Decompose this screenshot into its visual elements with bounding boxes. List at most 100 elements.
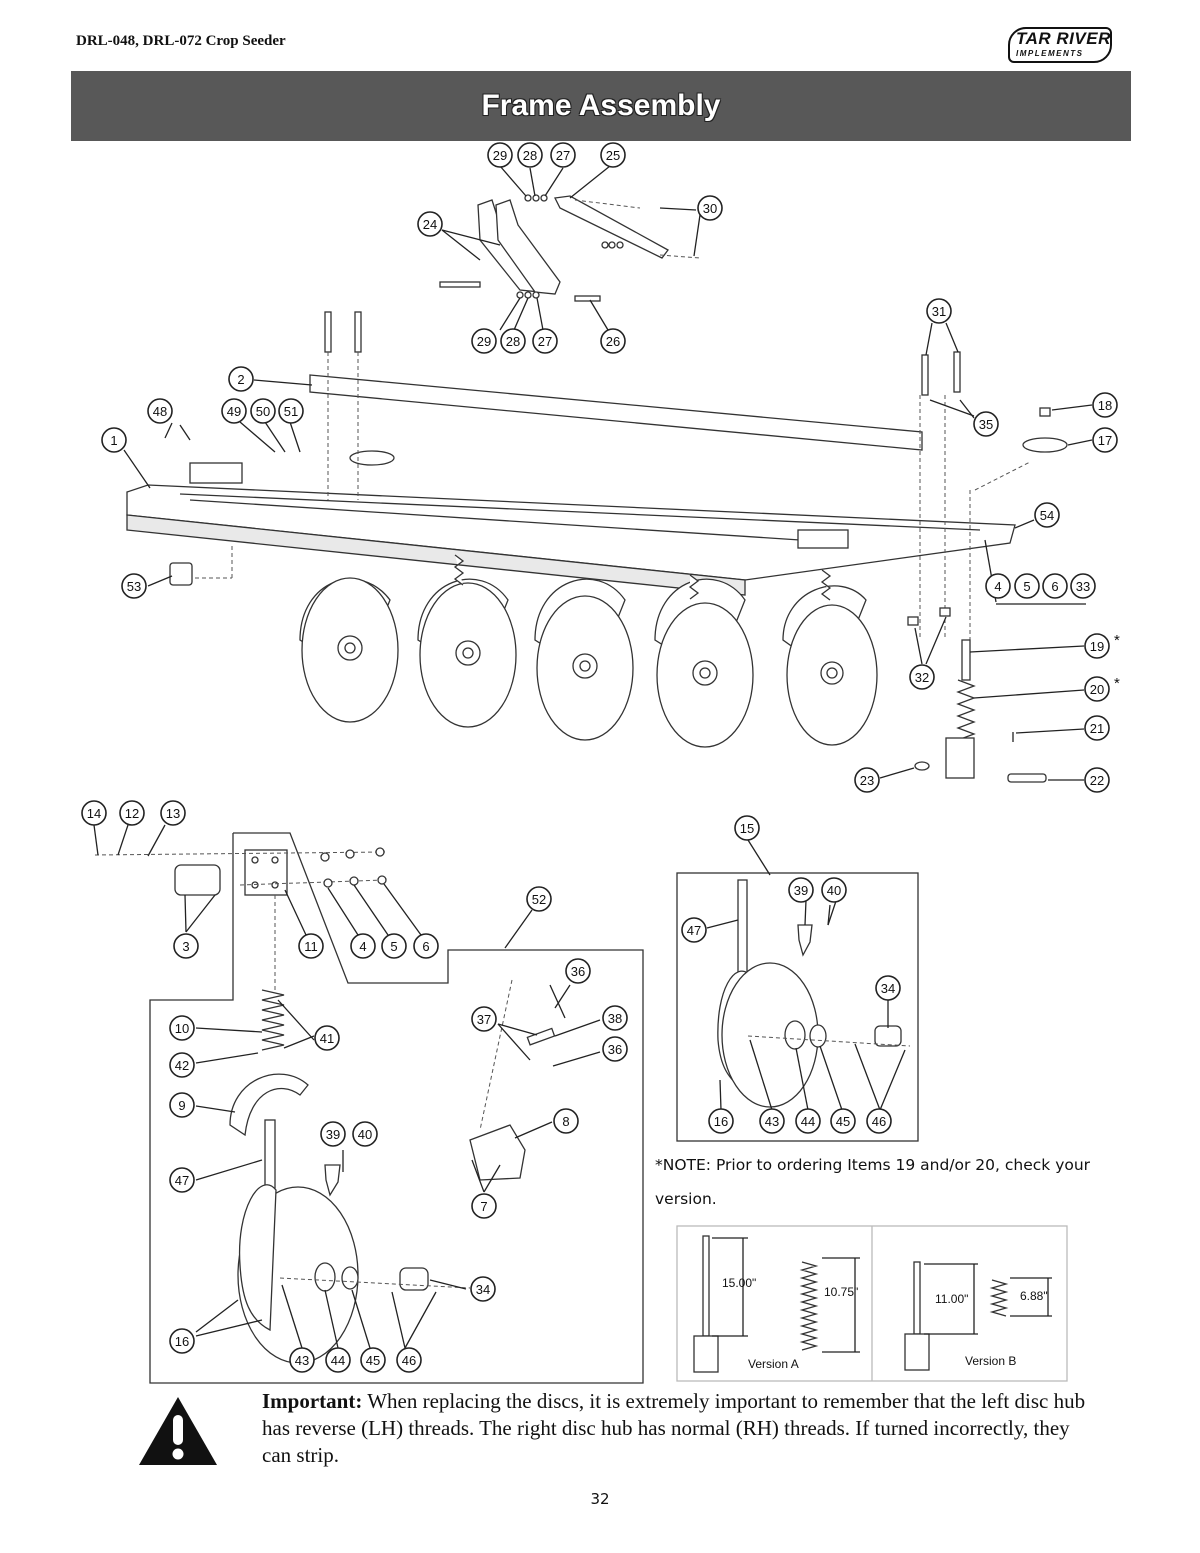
alt-unit-leaders	[706, 839, 906, 1111]
svg-text:25: 25	[606, 148, 620, 163]
callout: 21	[1084, 715, 1110, 741]
callout: 28	[500, 328, 526, 354]
callout: 6	[1042, 573, 1068, 599]
svg-text:13: 13	[166, 806, 180, 821]
logo-oval	[1008, 27, 1112, 63]
callout: 43	[759, 1108, 785, 1134]
svg-text:28: 28	[506, 334, 520, 349]
version-b-rod-length: 11.00"	[935, 1292, 968, 1306]
version-b: 11.00" 6.88" Version B	[904, 1261, 1052, 1371]
svg-text:44: 44	[801, 1114, 815, 1129]
callout: 53	[121, 573, 147, 599]
disc-2	[417, 578, 517, 728]
version-a-label: Version A	[748, 1357, 799, 1371]
version-comparison-panel: 15.00" 10.75" Version A 11.00" 6.88" Ver…	[676, 1225, 1068, 1382]
svg-text:31: 31	[932, 304, 946, 319]
document-title: DRL-048, DRL-072 Crop Seeder	[76, 33, 286, 49]
svg-text:44: 44	[331, 1353, 345, 1368]
svg-text:4: 4	[994, 579, 1001, 594]
important-lead: Important:	[262, 1389, 363, 1413]
callout: 43	[289, 1347, 315, 1373]
svg-text:40: 40	[358, 1127, 372, 1142]
version-a-rod-length: 15.00"	[722, 1276, 756, 1290]
callout: 33	[1070, 573, 1096, 599]
svg-text:24: 24	[423, 217, 437, 232]
svg-text:21: 21	[1090, 721, 1104, 736]
disc-1	[299, 577, 399, 723]
svg-text:14: 14	[87, 806, 101, 821]
svg-text:30: 30	[703, 201, 717, 216]
version-b-spring-length: 6.88"	[1020, 1289, 1048, 1303]
svg-text:43: 43	[295, 1353, 309, 1368]
callout: 20	[1084, 676, 1110, 702]
callout: 46	[866, 1108, 892, 1134]
callout: 32	[909, 664, 935, 690]
callout: 16	[169, 1328, 195, 1354]
callout: 1	[101, 427, 127, 453]
callout: 13	[160, 800, 186, 826]
callout: 19	[1084, 633, 1110, 659]
warning-icon	[139, 1397, 217, 1465]
callout: 51	[278, 398, 304, 424]
svg-text:48: 48	[153, 404, 167, 419]
callout: 5	[381, 933, 407, 959]
svg-text:46: 46	[402, 1353, 416, 1368]
version-a: 15.00" 10.75" Version A	[693, 1235, 860, 1373]
svg-text:38: 38	[608, 1011, 622, 1026]
svg-text:23: 23	[860, 773, 874, 788]
svg-text:36: 36	[608, 1042, 622, 1057]
callout: 30	[697, 195, 723, 221]
svg-text:45: 45	[366, 1353, 380, 1368]
svg-text:28: 28	[523, 148, 537, 163]
callout: 4	[350, 933, 376, 959]
svg-text:39: 39	[794, 883, 808, 898]
svg-text:9: 9	[178, 1098, 185, 1113]
logo-line1: TAR RIVER	[1016, 29, 1111, 48]
svg-text:16: 16	[175, 1334, 189, 1349]
svg-text:43: 43	[765, 1114, 779, 1129]
svg-text:36: 36	[571, 964, 585, 979]
callout: 42	[169, 1052, 195, 1078]
svg-text:32: 32	[915, 670, 929, 685]
callout: 39	[788, 877, 814, 903]
svg-text:47: 47	[175, 1173, 189, 1188]
svg-text:17: 17	[1098, 433, 1112, 448]
callout: 36	[565, 958, 591, 984]
version-a-spring-length: 10.75"	[824, 1285, 858, 1299]
svg-text:7: 7	[480, 1199, 487, 1214]
svg-text:19: 19	[1090, 639, 1104, 654]
page-number: 32	[590, 1490, 610, 1508]
svg-text:18: 18	[1098, 398, 1112, 413]
callout: 27	[550, 142, 576, 168]
svg-text:29: 29	[477, 334, 491, 349]
svg-text:3: 3	[182, 939, 189, 954]
callout: 34	[470, 1276, 496, 1302]
callout: 39	[320, 1121, 346, 1147]
callout: 44	[325, 1347, 351, 1373]
callout: 15	[734, 815, 760, 841]
callout: 6	[413, 933, 439, 959]
svg-text:49: 49	[227, 404, 241, 419]
callout: 36	[602, 1036, 628, 1062]
callout: 45	[360, 1347, 386, 1373]
callout: 7	[471, 1193, 497, 1219]
callouts-frame: 2 48 49 50 51 1 31 35 18 17 54 53 4 5 6 …	[101, 298, 1120, 793]
callout: 54	[1034, 502, 1060, 528]
disc-row-drawing	[299, 554, 878, 748]
svg-text:20: 20	[1090, 682, 1104, 697]
svg-text:29: 29	[493, 148, 507, 163]
callout: 22	[1084, 767, 1110, 793]
svg-text:2: 2	[237, 372, 244, 387]
main-frame-drawing	[126, 311, 1068, 640]
svg-text:15: 15	[740, 821, 754, 836]
callout: 40	[821, 877, 847, 903]
callout: 24	[417, 211, 443, 237]
callouts-alt-unit: 15 39 40 47 34 16 43 44 45 46	[681, 815, 901, 1134]
svg-text:54: 54	[1040, 508, 1054, 523]
callout: 23	[854, 767, 880, 793]
callout: 50	[250, 398, 276, 424]
disc-5	[782, 585, 878, 746]
important-notice: Important: When replacing the discs, it …	[262, 1388, 1092, 1469]
section-banner: Frame Assembly	[71, 71, 1131, 141]
callout: 29	[471, 328, 497, 354]
